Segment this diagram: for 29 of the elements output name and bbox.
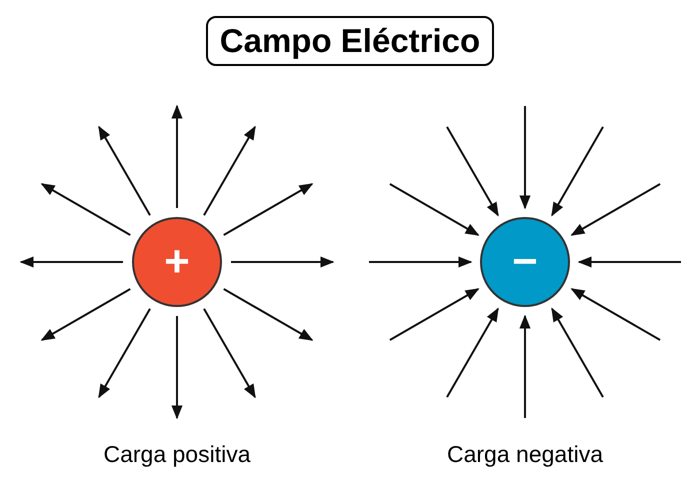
field-arrow <box>446 126 499 216</box>
field-arrow <box>578 256 681 268</box>
field-arrow <box>389 183 480 236</box>
field-arrow <box>551 126 604 216</box>
field-arrow <box>203 126 256 216</box>
charge-caption: Carga negativa <box>446 440 604 468</box>
field-arrow <box>171 104 183 208</box>
field-arrow <box>570 183 661 236</box>
field-arrow <box>570 288 661 341</box>
field-arrow <box>389 288 480 341</box>
field-arrow <box>98 126 151 216</box>
title: Campo Eléctrico <box>206 16 494 66</box>
field-arrow <box>40 288 131 341</box>
field-arrow <box>40 183 131 236</box>
field-arrow <box>203 308 256 398</box>
field-arrow <box>446 308 499 398</box>
field-arrow <box>231 256 334 268</box>
field-arrow <box>20 256 123 268</box>
field-arrow <box>551 308 604 398</box>
charge-sign: − <box>512 240 538 284</box>
charge-sign: + <box>164 240 190 284</box>
field-arrow <box>98 308 151 398</box>
field-arrow <box>519 314 531 418</box>
field-arrow <box>223 288 314 341</box>
field-arrow <box>519 106 531 210</box>
charge-caption: Carga positiva <box>102 440 252 468</box>
field-arrow <box>369 256 472 268</box>
field-arrow <box>171 316 183 420</box>
field-arrow <box>223 183 314 236</box>
